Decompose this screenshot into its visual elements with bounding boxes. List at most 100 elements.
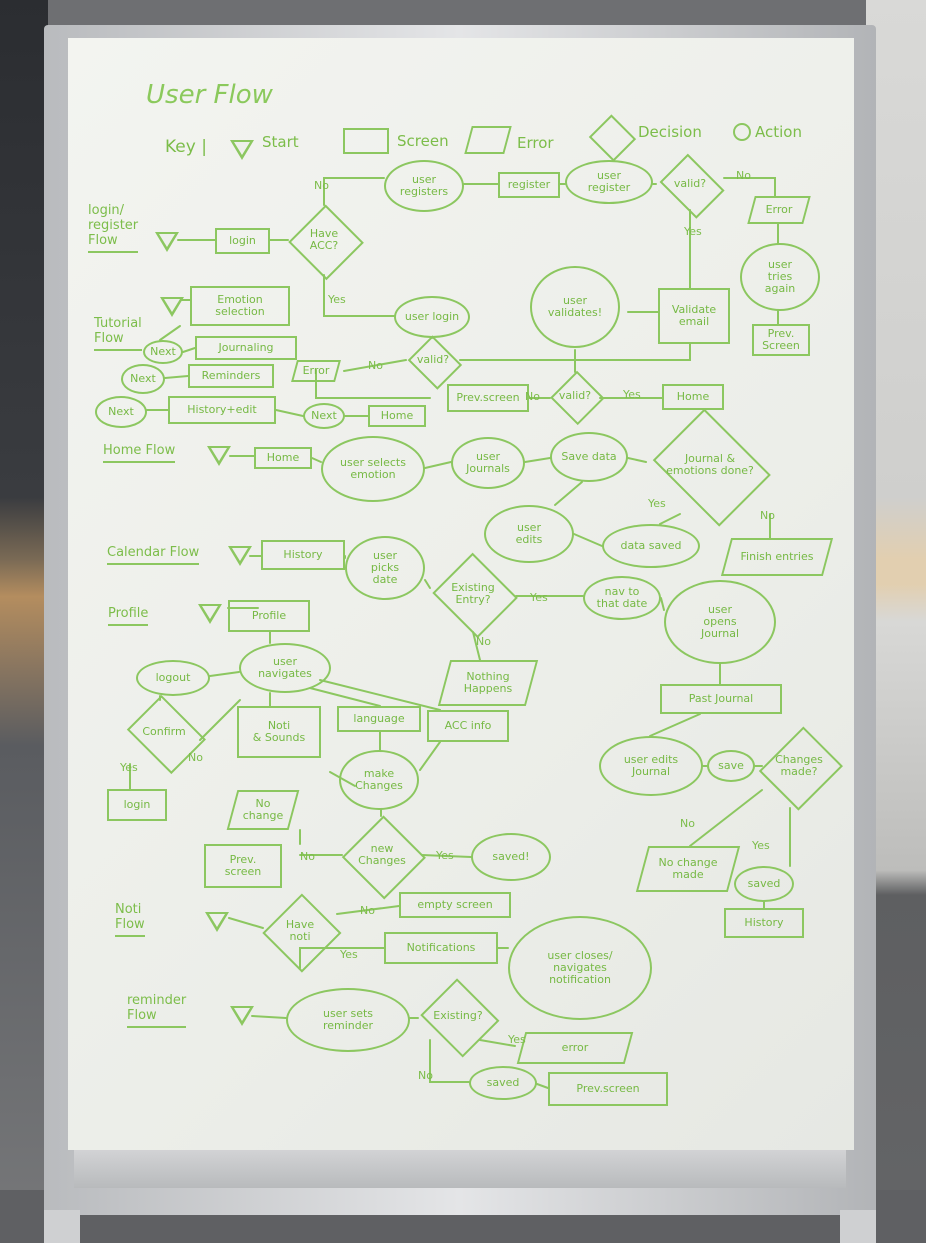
screen-node: History <box>724 908 804 938</box>
flow-label-login: login/ register Flow <box>88 203 139 253</box>
screen-node: Prev.screen <box>447 384 529 412</box>
node-label: user register <box>587 169 631 194</box>
node-label: Validate email <box>671 303 717 328</box>
background-wall-right <box>866 0 926 1243</box>
whiteboard-leg <box>840 1210 876 1243</box>
node-label: Next <box>150 345 176 358</box>
key-start-label: Start <box>262 133 299 151</box>
screen-node: Home <box>662 384 724 410</box>
node-label: login <box>229 234 256 247</box>
key-screen-label: Screen <box>397 132 449 150</box>
node-label: Home <box>380 409 414 422</box>
node-label: Next <box>108 405 134 418</box>
diagram-title: User Flow <box>146 80 273 110</box>
action-node: make Changes <box>339 750 419 810</box>
node-label: Save data <box>561 450 617 463</box>
action-node: saved <box>734 866 794 902</box>
action-node: Next <box>121 364 165 394</box>
start-symbol <box>207 446 231 466</box>
decision-node: Existing? <box>418 982 498 1050</box>
key-start-symbol <box>230 140 254 160</box>
action-node: user Journals <box>451 437 525 489</box>
key-action-symbol <box>733 123 751 141</box>
decision-node: valid? <box>406 338 460 382</box>
action-node: data saved <box>602 524 700 568</box>
edge-label: No <box>314 179 329 192</box>
action-node: saved! <box>471 833 551 881</box>
action-node: user closes/ navigates notification <box>508 916 652 1020</box>
node-label: valid? <box>673 177 707 190</box>
edge-label: No <box>368 359 383 372</box>
start-symbol <box>160 297 184 317</box>
start-symbol <box>205 912 229 932</box>
screen-node: Emotion selection <box>190 286 290 326</box>
node-label: valid? <box>416 353 450 366</box>
node-label: Finish entries <box>740 550 814 563</box>
node-label: error <box>561 1041 589 1054</box>
node-label: Confirm <box>142 725 186 738</box>
node-label: History <box>283 548 323 561</box>
edge-label: Yes <box>530 591 548 604</box>
node-label: Have ACC? <box>309 227 339 252</box>
node-label: Next <box>130 372 156 385</box>
edge-label: No <box>525 390 540 403</box>
node-label: Past Journal <box>688 692 754 705</box>
decision-node: valid? <box>656 158 724 210</box>
node-label: nav to that date <box>596 585 648 610</box>
node-label: Journaling <box>218 341 274 354</box>
node-label: login <box>123 798 151 811</box>
node-label: register <box>507 178 551 191</box>
edge-label: No <box>476 635 491 648</box>
start-symbol <box>198 604 222 624</box>
error-node: Nothing Happens <box>438 660 538 706</box>
action-node: user register <box>565 160 653 204</box>
edge-label: No <box>760 509 775 522</box>
whiteboard-tray <box>74 1150 846 1188</box>
node-label: user registers <box>399 173 449 198</box>
edge-label: No <box>300 850 315 863</box>
error-node: Error <box>745 196 813 224</box>
screen-node: Prev. Screen <box>752 324 810 356</box>
node-label: user validates! <box>547 294 603 319</box>
node-label: Prev. screen <box>224 853 262 878</box>
decision-node: Have ACC? <box>288 205 360 275</box>
action-node: Next <box>303 403 345 429</box>
error-node: No change <box>226 790 300 830</box>
action-node: user validates! <box>530 266 620 348</box>
screen-node: ACC info <box>427 710 509 742</box>
node-label: new Changes <box>358 842 406 867</box>
action-node: Save data <box>550 432 628 482</box>
edge-label: No <box>418 1069 433 1082</box>
screen-node: language <box>337 706 421 732</box>
edge-label: No <box>188 751 203 764</box>
start-symbol <box>228 546 252 566</box>
node-label: ACC info <box>444 719 492 732</box>
start-symbol <box>155 232 179 252</box>
whiteboard-leg <box>44 1210 80 1243</box>
node-label: Nothing Happens <box>463 670 513 695</box>
action-node: user picks date <box>345 536 425 600</box>
screen-node: History <box>261 540 345 570</box>
background-wall-left <box>0 0 48 1243</box>
node-label: Notifications <box>406 941 476 954</box>
screen-node: register <box>498 172 560 198</box>
screen-node: Noti & Sounds <box>237 706 321 758</box>
edge-label: Yes <box>508 1033 526 1046</box>
node-label: Home <box>266 451 300 464</box>
node-label: language <box>353 712 405 725</box>
action-node: user opens Journal <box>664 580 776 664</box>
node-label: saved <box>486 1076 520 1089</box>
node-label: user selects emotion <box>340 456 406 481</box>
action-node: user sets reminder <box>286 988 410 1052</box>
edge-label: Yes <box>436 849 454 862</box>
action-node: Next <box>143 340 183 364</box>
error-node: No change made <box>636 846 740 892</box>
decision-node: new Changes <box>342 816 422 894</box>
node-label: user sets reminder <box>322 1007 374 1032</box>
node-label: No change made <box>658 856 718 881</box>
action-node: user login <box>394 296 470 338</box>
node-label: Prev.screen <box>576 1082 640 1095</box>
decision-node: Existing Entry? <box>430 556 516 632</box>
action-node: user edits <box>484 505 574 563</box>
key-action-label: Action <box>755 123 802 141</box>
